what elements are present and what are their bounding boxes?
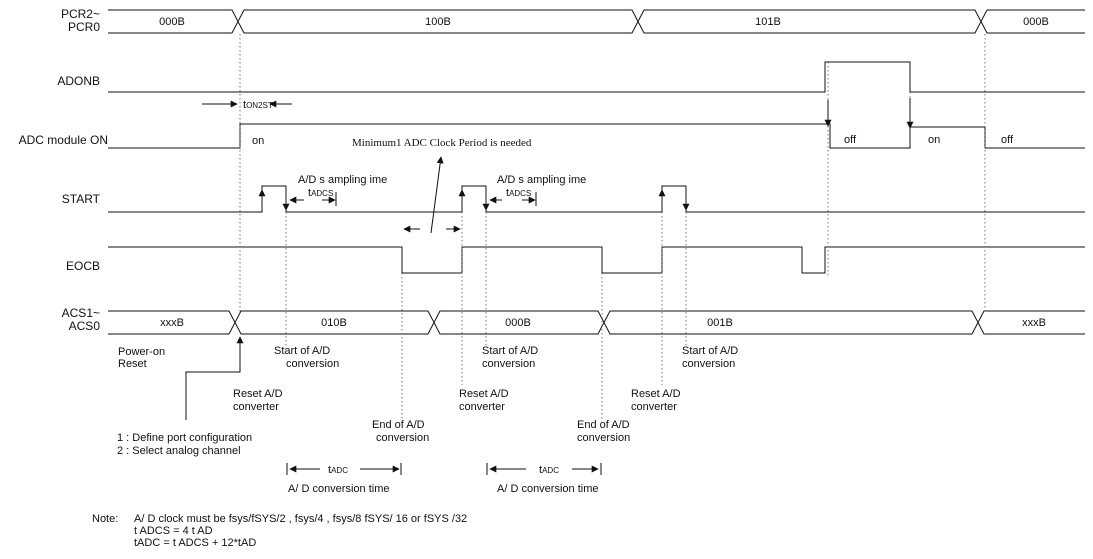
tadcs-label-2: tADCS <box>506 187 531 199</box>
start-ad-label-2a: Start of A/D <box>482 345 538 357</box>
end-ad-label-1a: End of A/D <box>372 419 425 431</box>
step-1-label: 1 : Define port configuration <box>117 432 252 444</box>
adonb-waveform <box>108 61 1085 93</box>
acs-value-xxxb-start: xxxB <box>160 317 184 329</box>
acs-signal-label-2: ACS0 <box>69 319 101 333</box>
acs-value-001b: 001B <box>707 317 733 329</box>
start-waveform <box>108 185 1085 213</box>
start-ad-label-1b: conversion <box>286 358 339 370</box>
pcr-value-101b: 101B <box>755 16 781 28</box>
note-line-2: t ADCS = 4 t AD <box>134 525 213 537</box>
adc-on-waveform <box>108 123 1085 149</box>
power-on-reset-label-2: Reset <box>118 358 147 370</box>
acs-value-xxxb-end: xxxB <box>1022 317 1046 329</box>
step-2-label: 2 : Select analog channel <box>117 445 241 457</box>
reset-ad-label-2b: converter <box>459 401 505 413</box>
reset-ad-label-3b: converter <box>631 401 677 413</box>
ton2st-label: tON2ST <box>243 99 273 111</box>
conversion-time-label-2: A/ D conversion time <box>497 483 598 495</box>
reset-ad-label-1a: Reset A/D <box>233 388 283 400</box>
reset-ad-label-2a: Reset A/D <box>459 388 509 400</box>
adc-on-signal-label: ADC module ON <box>19 133 108 147</box>
adonb-signal-label: ADONB <box>57 74 100 88</box>
power-on-reset-label-1: Power-on <box>118 346 165 358</box>
adc-state-off-2: off <box>1001 134 1014 146</box>
pcr-value-100b: 100B <box>425 16 451 28</box>
end-ad-label-1b: conversion <box>376 432 429 444</box>
note-line-1: A/ D clock must be fsys/fSYS/2 , fsys/4 … <box>134 513 467 525</box>
reset-ad-label-3a: Reset A/D <box>631 388 681 400</box>
timing-guide-lines <box>239 34 986 420</box>
min-clock-period-annotation: Minimum1 ADC Clock Period is needed <box>352 137 532 149</box>
adc-state-off-1: off <box>844 134 857 146</box>
start-ad-label-3b: conversion <box>682 358 735 370</box>
end-ad-label-2a: End of A/D <box>577 419 630 431</box>
end-ad-label-2b: conversion <box>577 432 630 444</box>
eocb-signal-label: EOCB <box>66 259 100 273</box>
timing-arrows <box>185 98 914 475</box>
pcr-bus-waveform <box>108 9 1085 34</box>
start-ad-label-1a: Start of A/D <box>274 345 330 357</box>
eocb-waveform <box>108 246 1085 274</box>
pcr-signal-label-1: PCR2~ <box>61 7 100 21</box>
acs-bus-waveform <box>108 310 1085 335</box>
pcr-value-000b-start: 000B <box>159 16 185 28</box>
sampling-time-label-1: A/D s ampling ime <box>298 174 387 186</box>
tadcs-label-1: tADCS <box>308 187 333 199</box>
acs-signal-label-1: ACS1~ <box>62 306 100 320</box>
tadc-label-1: tADC <box>328 464 348 476</box>
pcr-signal-label-2: PCR0 <box>68 20 100 34</box>
adc-state-on-1: on <box>252 135 264 147</box>
pcr-value-000b-end: 000B <box>1023 16 1049 28</box>
note-label: Note: <box>92 513 118 525</box>
acs-value-010b: 010B <box>321 317 347 329</box>
start-ad-label-3a: Start of A/D <box>682 345 738 357</box>
tadc-label-2: tADC <box>539 464 559 476</box>
sampling-time-label-2: A/D s ampling ime <box>497 174 586 186</box>
start-signal-label: START <box>62 192 101 206</box>
acs-value-000b: 000B <box>505 317 531 329</box>
adc-state-on-2: on <box>928 134 940 146</box>
note-line-3: tADC = t ADCS + 12*tAD <box>134 537 256 549</box>
conversion-time-label-1: A/ D conversion time <box>288 483 389 495</box>
start-ad-label-2b: conversion <box>482 358 535 370</box>
reset-ad-label-1b: converter <box>233 401 279 413</box>
